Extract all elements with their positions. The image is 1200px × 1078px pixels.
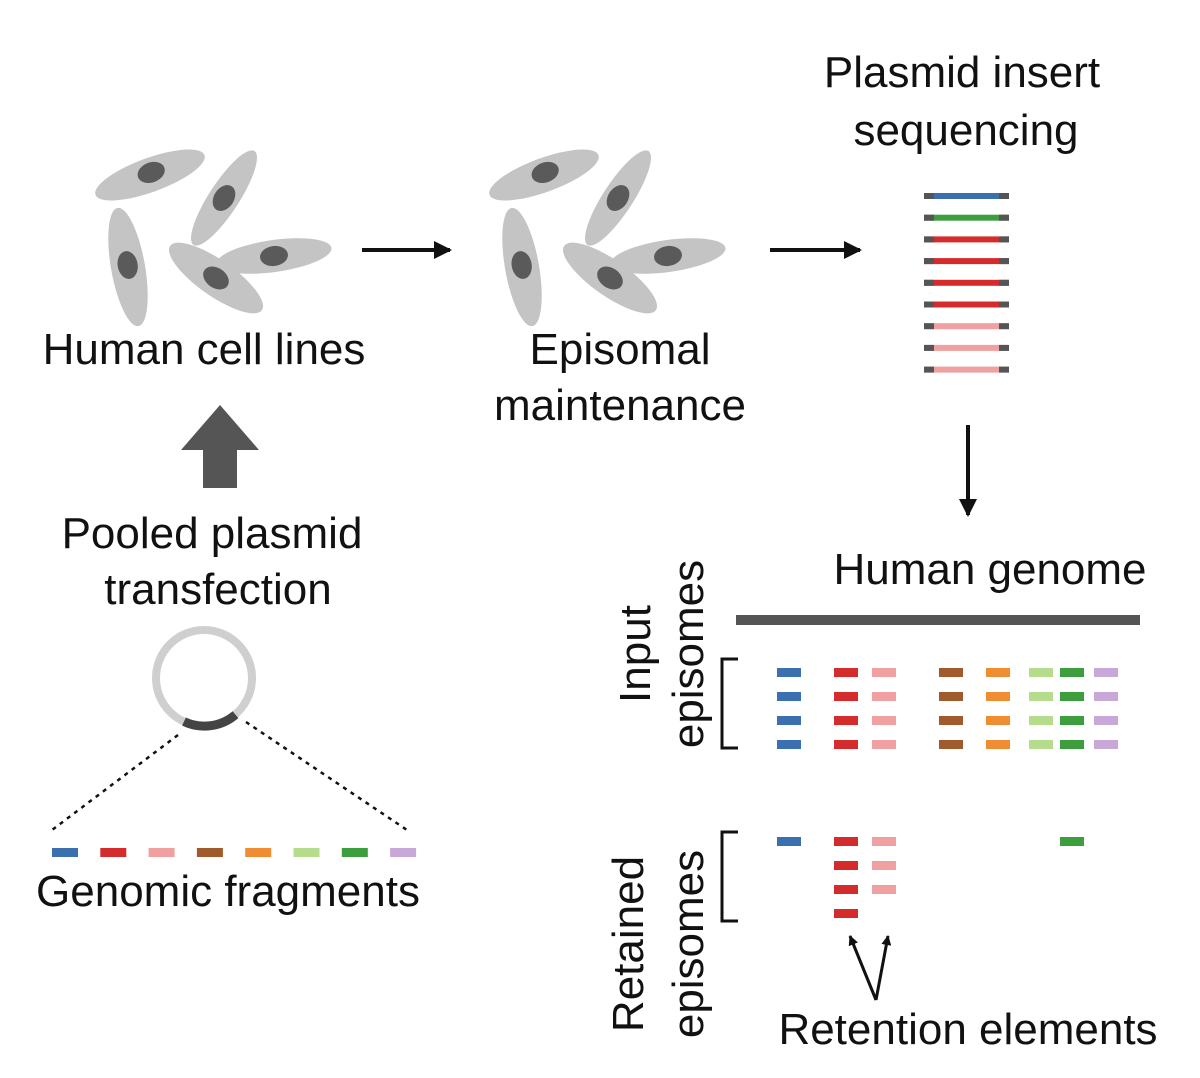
input-episome [1060,740,1084,749]
input-episome [986,692,1010,701]
label-human-cell-lines: Human cell lines [43,325,366,374]
cell-icon [562,242,658,314]
sequencing-read [924,258,1009,265]
label-insert-seq-line2: sequencing [853,106,1078,155]
cell-icon [610,238,726,274]
retained-episome [872,885,896,894]
sequencing-read [924,301,1009,308]
cell-icon [502,207,542,327]
label-input-line2: episomes [664,560,713,748]
plasmid-insert [182,711,239,731]
input-episome [1029,692,1053,701]
input-episome [1060,692,1084,701]
thick-up-arrow [181,405,259,488]
input-episome [872,716,896,725]
input-episome [1094,740,1118,749]
input-episome [1029,740,1053,749]
label-pooled-line1: Pooled plasmid [62,509,363,558]
input-episome [939,716,963,725]
cell-icon [191,150,257,246]
input-episome [986,716,1010,725]
retained-episome [834,861,858,870]
label-human-genome: Human genome [833,545,1146,594]
input-episomes-grid [777,668,1118,749]
input-episomes-bracket [720,657,738,750]
zoom-line-right [245,720,411,834]
sequencing-read [924,366,1009,373]
input-episome [1060,668,1084,677]
cell-icon [216,238,332,274]
label-insert-seq-line1: Plasmid insert [824,48,1100,97]
plasmid-icon [152,626,256,731]
cell-icon [489,149,599,201]
input-episome [1029,668,1053,677]
label-genomic-fragments: Genomic fragments [36,867,420,916]
cell-icon [108,207,148,327]
retained-episome [834,909,858,918]
label-retained-line2: episomes [664,850,713,1038]
genomic-fragment [390,848,417,857]
input-episome [986,740,1010,749]
input-episome [1060,716,1084,725]
cell-icon [95,149,205,201]
sequencing-read [924,323,1009,330]
genomic-fragment [52,848,78,857]
cell-icon [585,150,651,246]
retention-arrow-pink [874,935,892,1001]
input-episome [872,692,896,701]
retained-episome [834,837,858,846]
human-cell-lines-illustration [95,149,332,327]
label-retention-elements: Retention elements [778,1005,1157,1054]
input-episome [939,668,963,677]
retained-episome [872,837,896,846]
sequencing-read [924,344,1009,351]
input-episome [834,740,858,749]
input-episome [939,740,963,749]
episomal-maintenance-illustration [489,149,726,327]
sequencing-read [924,193,1009,199]
genomic-fragment [293,848,320,857]
genomic-fragment [196,848,223,857]
input-episome [872,668,896,677]
input-episome [1094,716,1118,725]
zoom-line-left [51,734,179,831]
input-episome [834,668,858,677]
retained-episomes-bracket [720,830,738,923]
input-episome [872,740,896,749]
retained-episome [777,837,801,846]
label-episomal-line1: Episomal [530,325,711,374]
input-episome [777,716,801,725]
retention-arrow-red [848,935,878,1001]
sequencing-read [924,236,1009,243]
retained-episome [834,885,858,894]
input-episome [1094,692,1118,701]
retained-episome [872,861,896,870]
genomic-fragment [100,848,127,857]
input-episome [1094,668,1118,677]
genomic-fragment [341,848,368,857]
sequencing-reads [924,193,1009,373]
input-episome [986,668,1010,677]
label-input-line1: Input [611,605,660,703]
input-episome [834,716,858,725]
retained-episome [1060,837,1084,846]
genomic-fragment [148,848,175,857]
genomic-fragment-row [52,848,417,857]
sequencing-read [924,279,1009,286]
input-episome [777,668,801,677]
input-episome [777,740,801,749]
label-pooled-line2: transfection [104,565,331,614]
input-episome [1029,716,1053,725]
input-episome [939,692,963,701]
genomic-fragment [245,848,272,857]
input-episome [777,692,801,701]
label-episomal-line2: maintenance [494,381,746,430]
retained-episomes-grid [777,837,1084,918]
label-retained-line1: Retained [604,856,653,1032]
cell-icon [168,242,264,314]
sequencing-read [924,214,1009,221]
input-episome [834,692,858,701]
